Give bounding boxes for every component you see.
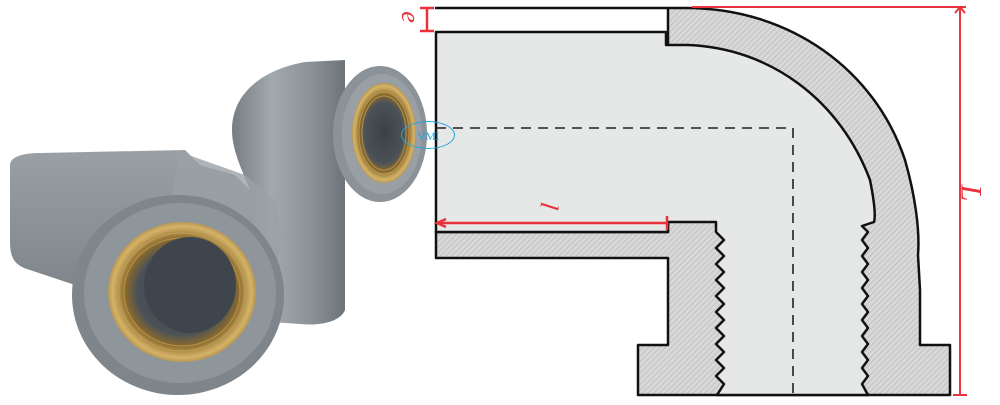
cross-section-drawing	[420, 5, 967, 397]
fitting-bore	[434, 30, 877, 397]
dimension-l	[433, 216, 669, 230]
centerline	[436, 127, 794, 395]
dimension-label-L: L	[954, 184, 988, 202]
dimension-e	[420, 6, 434, 33]
product-photo	[10, 60, 427, 395]
dimension-label-e: e	[395, 11, 425, 23]
dimension-L	[692, 5, 967, 396]
watermark-logo: VMI	[401, 121, 455, 149]
